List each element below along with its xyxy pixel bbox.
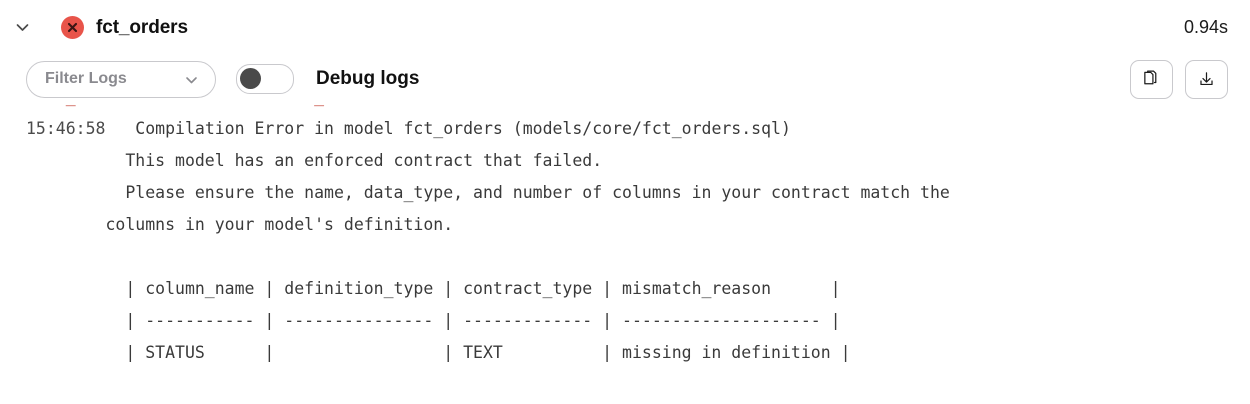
log-message: Compilation Error in model fct_orders (m… xyxy=(135,119,791,138)
log-scroll-container[interactable]: _ _ .15:46:58 Compilation Error in model… xyxy=(0,103,1250,369)
filter-logs-select[interactable]: Filter Logs xyxy=(26,60,216,98)
debug-logs-toggle-knob xyxy=(240,68,261,89)
chevron-down-icon xyxy=(184,72,199,87)
copy-logs-button[interactable] xyxy=(1130,59,1173,99)
log-timestamp: 15:46:58 xyxy=(26,119,136,138)
elapsed-time-label: 0.94s xyxy=(1183,17,1228,37)
log-line: This model has an enforced contract that… xyxy=(26,151,603,170)
log-line: 15:46:58 Compilation Error in model fct_… xyxy=(26,113,1250,145)
panel-header: fct_orders 0.94s xyxy=(0,0,1250,55)
log-line: columns in your model's definition. xyxy=(26,215,454,234)
expand-collapse-chevron-button[interactable] xyxy=(8,14,36,42)
copy-icon xyxy=(1142,70,1161,89)
log-line xyxy=(26,241,1250,273)
log-line: _ _ . xyxy=(26,103,1250,113)
download-logs-button[interactable] xyxy=(1185,59,1228,99)
status-badge-error xyxy=(61,16,84,39)
log-output-region[interactable]: _ _ .15:46:58 Compilation Error in model… xyxy=(0,103,1250,404)
filter-logs-label: Filter Logs xyxy=(45,70,127,87)
debug-logs-label: Debug logs xyxy=(316,68,420,89)
close-x-icon xyxy=(66,21,79,34)
model-name-title: fct_orders xyxy=(96,16,188,38)
download-icon xyxy=(1197,70,1216,89)
debug-logs-toggle[interactable] xyxy=(236,64,294,94)
log-line: | ----------- | --------------- | ------… xyxy=(26,311,841,330)
panel-toolbar: Filter Logs Debug logs xyxy=(0,55,1250,103)
chevron-down-icon xyxy=(14,19,31,36)
log-line: Please ensure the name, data_type, and n… xyxy=(26,183,950,202)
log-line: | column_name | definition_type | contra… xyxy=(26,279,841,298)
log-line: | STATUS | | TEXT | missing in definitio… xyxy=(26,343,851,362)
